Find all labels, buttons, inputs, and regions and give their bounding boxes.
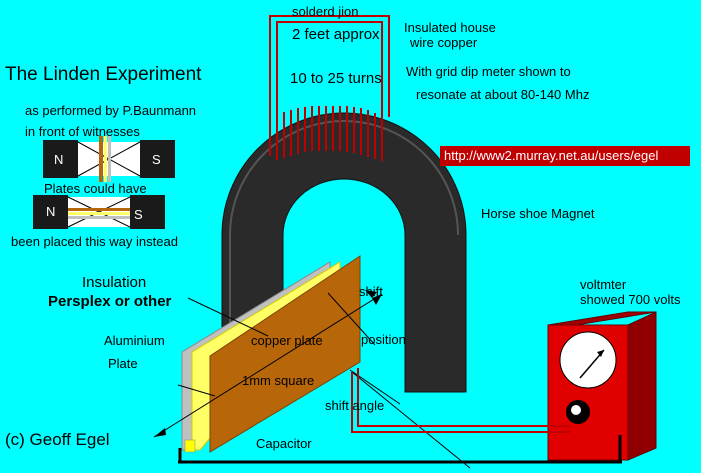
placed-this-way-label: been placed this way instead <box>11 234 178 249</box>
magnet-s-label-2: S <box>134 207 143 222</box>
website-link[interactable]: http://www2.murray.net.au/users/egel <box>440 146 690 166</box>
coil-loop-wire-inner <box>276 21 383 118</box>
coil-length-label: 2 feet approx <box>292 26 380 43</box>
shift-angle-label: shift angle <box>325 398 385 413</box>
witnesses-label: in front of witnesses <box>25 124 140 139</box>
coil-windings <box>269 106 383 161</box>
magnet-pair-1 <box>43 136 175 182</box>
voltmeter-label-line1: voltmter <box>580 277 627 292</box>
capacitor-label: Capacitor <box>256 436 312 451</box>
size-label: 1mm square <box>242 373 315 388</box>
plate-label: Plate <box>108 356 138 371</box>
voltmeter <box>547 311 657 461</box>
diagram-title: The Linden Experiment <box>5 64 202 85</box>
horseshoe-magnet-label: Horse shoe Magnet <box>481 206 595 221</box>
copper-plate-label: copper plate <box>251 333 323 348</box>
perspex-label: Persplex or other <box>48 293 172 310</box>
coil-loop-wire <box>269 15 390 128</box>
circuit-wires-black <box>178 435 622 464</box>
position-label: position <box>361 332 406 347</box>
arrow-heads <box>154 290 382 437</box>
magnet-s-label-1: S <box>152 152 161 167</box>
grid-dip-label-line1: With grid dip meter shown to <box>406 64 571 79</box>
voltmeter-label-line2: showed 700 volts <box>580 292 681 307</box>
insulation-label: Insulation <box>82 274 147 291</box>
magnet-n-label-1: N <box>54 152 64 167</box>
plate-assembly <box>181 255 361 453</box>
magnet-pair-2 <box>33 195 165 229</box>
coil-turns-label: 10 to 25 turns <box>290 70 382 87</box>
grid-dip-label-line2: resonate at about 80-140 Mhz <box>416 87 590 102</box>
plates-could-have-label: Plates could have <box>44 181 147 196</box>
wire-label-line2: wire copper <box>410 35 478 50</box>
performed-by-label: as performed by P.Baunmann <box>25 103 197 118</box>
wire-label-line1: Insulated house <box>404 20 496 35</box>
circuit-wires-red <box>351 368 570 433</box>
aluminium-label: Aluminium <box>104 333 165 348</box>
copper-plate <box>209 255 361 453</box>
magnet-n-label-2: N <box>46 204 56 219</box>
soldered-joint-label: solderd jion <box>292 4 359 19</box>
gauge-dial-icon <box>559 331 617 389</box>
copyright-label: (c) Geoff Egel <box>5 430 110 449</box>
shift-label: shift <box>359 284 383 299</box>
